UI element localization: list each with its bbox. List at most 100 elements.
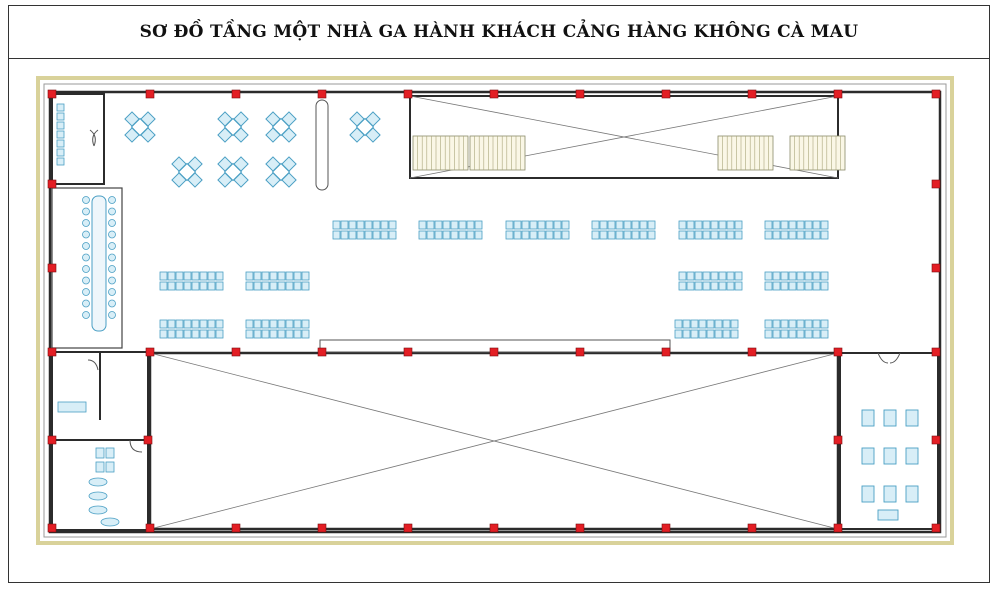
seat-icon (764, 319, 773, 329)
seat-icon (245, 329, 254, 339)
seat-icon (207, 271, 216, 281)
seat-icon (722, 319, 731, 329)
seat-icon (269, 271, 278, 281)
seat-icon (718, 281, 727, 291)
seat-icon (261, 271, 270, 281)
seat-icon (545, 220, 554, 230)
seat-icon (591, 230, 600, 240)
seat-icon (678, 230, 687, 240)
seat-icon (726, 230, 735, 240)
seat-icon (474, 230, 483, 240)
seat-icon (686, 281, 695, 291)
seat-icon (788, 230, 797, 240)
seat-icon (561, 220, 570, 230)
seat-icon (772, 329, 781, 339)
seat-icon (623, 230, 632, 240)
chair-icon (108, 253, 116, 262)
seat-icon (796, 319, 805, 329)
seat-icon (772, 271, 781, 281)
table-icon (223, 162, 243, 182)
seat-icon (726, 281, 735, 291)
seat-icon (199, 271, 208, 281)
seat-icon (812, 319, 821, 329)
column-icon (403, 523, 413, 533)
seat-icon (537, 230, 546, 240)
seat-icon (647, 230, 656, 240)
seat-icon (690, 319, 699, 329)
seat-icon (722, 329, 731, 339)
chair-icon (82, 207, 90, 216)
chair-icon (56, 148, 65, 157)
seat-icon (780, 220, 789, 230)
seat-icon (261, 319, 270, 329)
seat-icon (215, 329, 224, 339)
column-icon (661, 347, 671, 357)
seat-icon (253, 329, 262, 339)
chair-row-icon (159, 319, 224, 339)
seat-icon (780, 329, 789, 339)
seat-icon (167, 281, 176, 291)
column-icon (231, 347, 241, 357)
seat-icon (820, 281, 829, 291)
seat-icon (418, 220, 427, 230)
seat-icon (159, 319, 168, 329)
chair-icon (56, 139, 65, 148)
chair-icon (82, 230, 90, 239)
seat-icon (245, 281, 254, 291)
chair-row-icon (764, 220, 829, 240)
seat-icon (804, 271, 813, 281)
chair-icon (108, 299, 116, 308)
seat-icon (183, 329, 192, 339)
column-icon (747, 347, 757, 357)
seat-icon (710, 220, 719, 230)
seat-icon (474, 220, 483, 230)
seat-icon (702, 230, 711, 240)
seat-icon (529, 230, 538, 240)
seat-icon (702, 271, 711, 281)
seat-icon (764, 281, 773, 291)
seat-icon (301, 319, 310, 329)
chair-row-icon (678, 220, 743, 240)
column-icon (931, 89, 941, 99)
right-office (839, 352, 939, 530)
column-group (47, 89, 941, 533)
seat-icon (820, 220, 829, 230)
seat-icon (191, 329, 200, 339)
toilet-icon (88, 477, 108, 487)
seat-icon (674, 329, 683, 339)
seat-icon (277, 329, 286, 339)
seat-icon (710, 230, 719, 240)
seat-icon (293, 271, 302, 281)
seat-icon (796, 271, 805, 281)
seat-icon (591, 220, 600, 230)
table-set-icon (265, 111, 297, 143)
seat-icon (804, 230, 813, 240)
seat-icon (356, 230, 365, 240)
chair-row-icon (159, 271, 224, 291)
table-set-icon (124, 111, 156, 143)
chair-icon (82, 196, 90, 204)
table-set-icon (265, 156, 297, 188)
seat-icon (690, 329, 699, 339)
seat-icon (364, 220, 373, 230)
chair-icon (108, 196, 116, 204)
seat-icon (285, 271, 294, 281)
office-room (51, 93, 105, 185)
seat-icon (607, 230, 616, 240)
seat-icon (698, 329, 707, 339)
seat-icon (199, 319, 208, 329)
seat-icon (772, 319, 781, 329)
seat-icon (647, 220, 656, 230)
chair-icon (82, 219, 90, 227)
chair-row-icon (418, 220, 483, 240)
seat-icon (505, 230, 514, 240)
seat-icon (215, 319, 224, 329)
seat-icon (183, 319, 192, 329)
seat-icon (623, 220, 632, 230)
seat-icon (804, 220, 813, 230)
chair-row-icon (764, 271, 829, 291)
seat-icon (215, 271, 224, 281)
seat-icon (796, 281, 805, 291)
seat-icon (718, 271, 727, 281)
